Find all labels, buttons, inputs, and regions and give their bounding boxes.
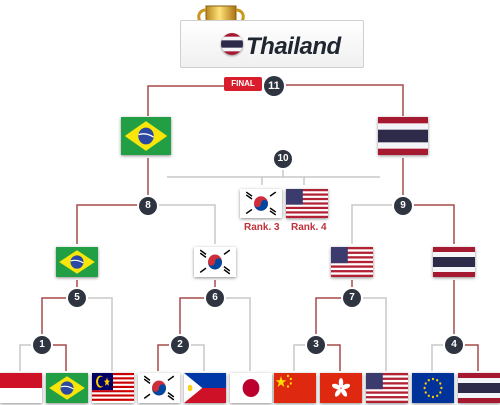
rank-3-label: Rank. 3 <box>244 222 280 233</box>
match-node[interactable]: 3 <box>307 336 325 354</box>
flag-thailand <box>458 373 500 403</box>
final-badge: FINAL <box>224 77 262 91</box>
match-node[interactable]: 7 <box>343 289 361 307</box>
match-node[interactable]: 2 <box>171 336 189 354</box>
flag-philippines <box>184 373 226 403</box>
match-node[interactable]: 1 <box>33 336 51 354</box>
match-node[interactable]: 8 <box>139 197 157 215</box>
flag-hong-kong <box>320 373 362 403</box>
champion-flag-thailand <box>221 33 243 55</box>
match-node-final[interactable]: 11 <box>264 76 284 96</box>
flag-malaysia <box>92 373 134 403</box>
flag-south-korea <box>194 247 236 277</box>
match-node[interactable]: 9 <box>394 197 412 215</box>
match-node[interactable]: 4 <box>445 336 463 354</box>
rank-4-label: Rank. 4 <box>291 222 327 233</box>
champion-name: Thailand <box>246 33 341 60</box>
flag-brazil <box>56 247 98 277</box>
flag-european-union <box>412 373 454 403</box>
flag-brazil <box>46 373 88 403</box>
flag-usa <box>331 247 373 277</box>
flag-usa <box>366 373 408 403</box>
match-node[interactable]: 5 <box>68 289 86 307</box>
flag-brazil <box>121 117 171 155</box>
flag-thailand <box>433 247 475 277</box>
match-node[interactable]: 6 <box>206 289 224 307</box>
flag-thailand <box>378 117 428 155</box>
champion-banner: Thailand <box>180 20 364 68</box>
match-node[interactable]: 10 <box>274 150 292 168</box>
flag-usa <box>286 189 328 218</box>
flag-south-korea <box>138 373 180 403</box>
flag-china <box>274 373 316 403</box>
flag-japan <box>230 373 272 403</box>
flag-indonesia <box>0 373 42 403</box>
flag-south-korea <box>240 189 282 218</box>
